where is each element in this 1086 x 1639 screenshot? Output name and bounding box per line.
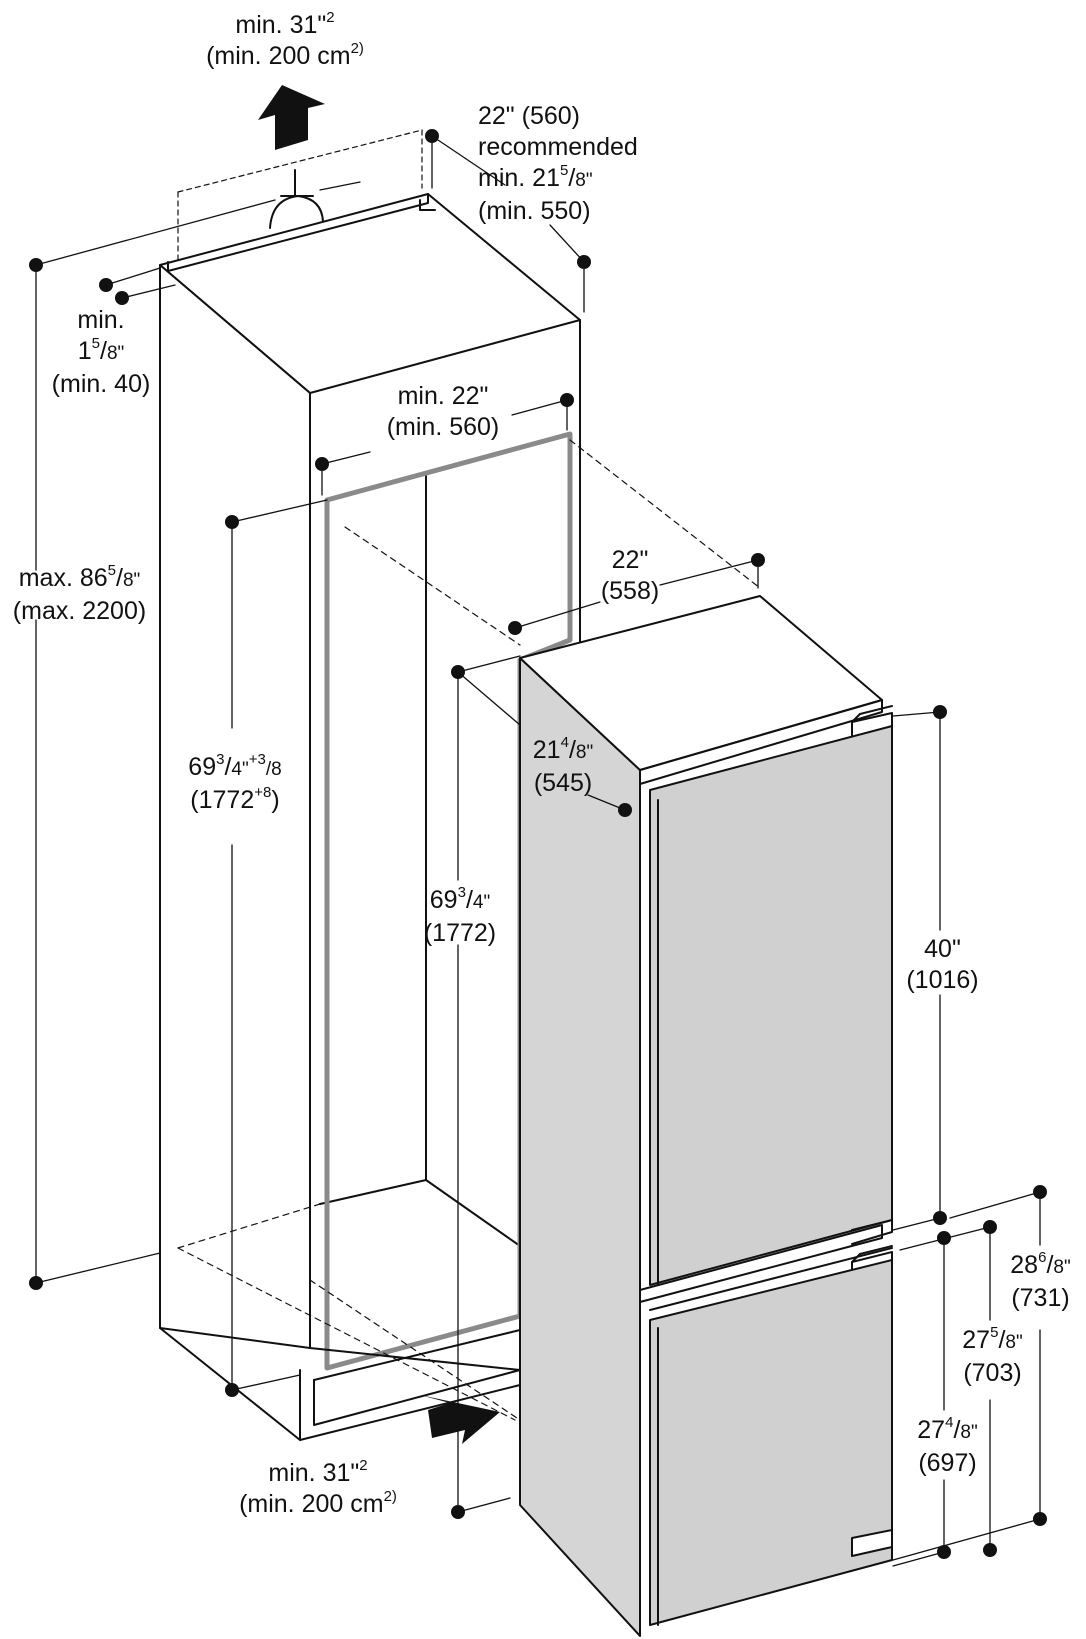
label-upper-door: 40" (1016) — [906, 935, 979, 994]
vent-bracket — [269, 169, 324, 229]
label-gap-top: min. 15/8" (min. 40) — [51, 306, 151, 398]
label-depth-niche: 22" (560) recommended min. 215/8" (min. … — [478, 102, 638, 225]
label-vent-top: min. 31"2 (min. 200 cm2) — [206, 9, 364, 70]
label-niche-height: 693/4"+3/8 (1772+8) — [188, 751, 282, 814]
label-dim-703: 275/8" (703) — [962, 1324, 1023, 1387]
top-vent-outline — [177, 129, 423, 265]
label-appliance-width: 22" (558) — [600, 546, 660, 605]
upper-door-panel — [649, 725, 893, 1286]
label-niche-width: min. 22" (min. 560) — [386, 382, 500, 441]
lower-door-panel — [649, 1259, 893, 1626]
airflow-in-arrow — [420, 1395, 500, 1444]
dimension-points — [29, 129, 1047, 1559]
label-dim-697: 274/8" (697) — [917, 1414, 978, 1477]
label-appliance-depth: 214/8" (545) — [532, 734, 594, 797]
label-dim-731: 286/8" (731) — [1010, 1249, 1071, 1312]
niche-cabinet — [159, 129, 761, 1441]
label-max-height: max. 865/8" (max. 2200) — [12, 562, 147, 625]
hinge-bottom — [851, 1529, 893, 1557]
label-vent-bottom: min. 31"2 (min. 200 cm2) — [239, 1457, 397, 1518]
airflow-up-arrow — [258, 85, 325, 150]
dimension-lines — [35, 135, 1041, 1567]
label-appliance-height: 693/4" (1772) — [423, 884, 497, 947]
floor-projection — [177, 439, 761, 1421]
appliance — [519, 595, 893, 1637]
